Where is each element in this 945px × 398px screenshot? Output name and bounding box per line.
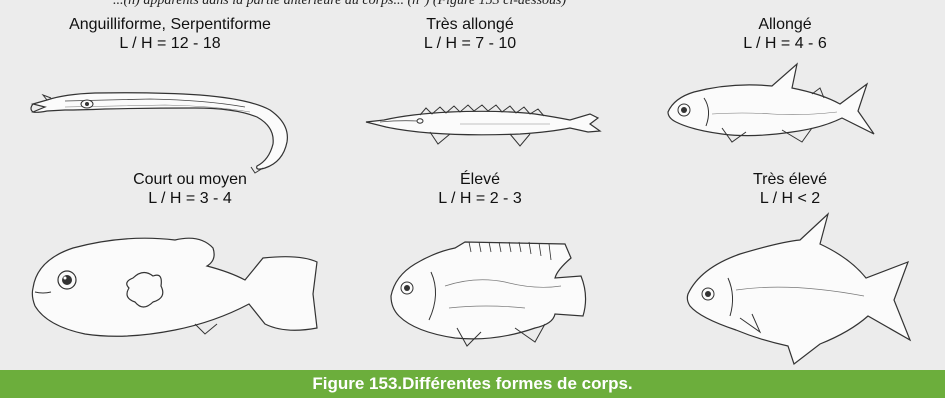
form-anguilliforme: Anguilliforme, Serpentiforme L / H = 12 … bbox=[35, 15, 305, 53]
form-ratio: L / H = 7 - 10 bbox=[423, 35, 517, 52]
form-tres-allonge: Très allongé L / H = 7 - 10 bbox=[345, 15, 595, 53]
pufferfish-icon bbox=[25, 232, 325, 344]
form-name: Allongé bbox=[758, 16, 812, 33]
deep-body-fish-icon bbox=[680, 206, 915, 366]
sturgeon-icon bbox=[360, 84, 605, 159]
form-name: Anguilliforme, Serpentiforme bbox=[69, 16, 271, 33]
eel-icon bbox=[25, 80, 300, 175]
figure-caption: Figure 153.Différentes formes de corps. bbox=[0, 370, 945, 398]
figure-panel: Anguilliforme, Serpentiforme L / H = 12 … bbox=[0, 10, 945, 370]
figure-title: Différentes formes de corps. bbox=[402, 374, 633, 393]
form-ratio: L / H = 4 - 6 bbox=[743, 35, 827, 52]
form-ratio: L / H < 2 bbox=[759, 190, 821, 207]
form-name: Très élevé bbox=[752, 171, 828, 188]
tilapia-icon bbox=[385, 224, 595, 349]
form-court-ou-moyen: Court ou moyen L / H = 3 - 4 bbox=[70, 170, 310, 208]
form-allonge: Allongé L / H = 4 - 6 bbox=[660, 15, 910, 53]
cropped-top-text: ...(n) apparents dans la partie antérieu… bbox=[0, 0, 945, 10]
form-ratio: L / H = 12 - 18 bbox=[119, 35, 221, 52]
form-ratio: L / H = 3 - 4 bbox=[148, 190, 232, 207]
form-name: Élevé bbox=[459, 171, 501, 188]
cropped-top-text-line: ...(n) apparents dans la partie antérieu… bbox=[113, 0, 567, 8]
form-ratio: L / H = 2 - 3 bbox=[438, 190, 522, 207]
elongated-fish-icon bbox=[662, 54, 892, 162]
form-name: Très allongé bbox=[426, 16, 514, 33]
form-name: Court ou moyen bbox=[133, 171, 247, 188]
figure-number: Figure 153. bbox=[312, 374, 403, 393]
form-eleve: Élevé L / H = 2 - 3 bbox=[390, 170, 570, 208]
form-tres-eleve: Très élevé L / H < 2 bbox=[700, 170, 880, 208]
